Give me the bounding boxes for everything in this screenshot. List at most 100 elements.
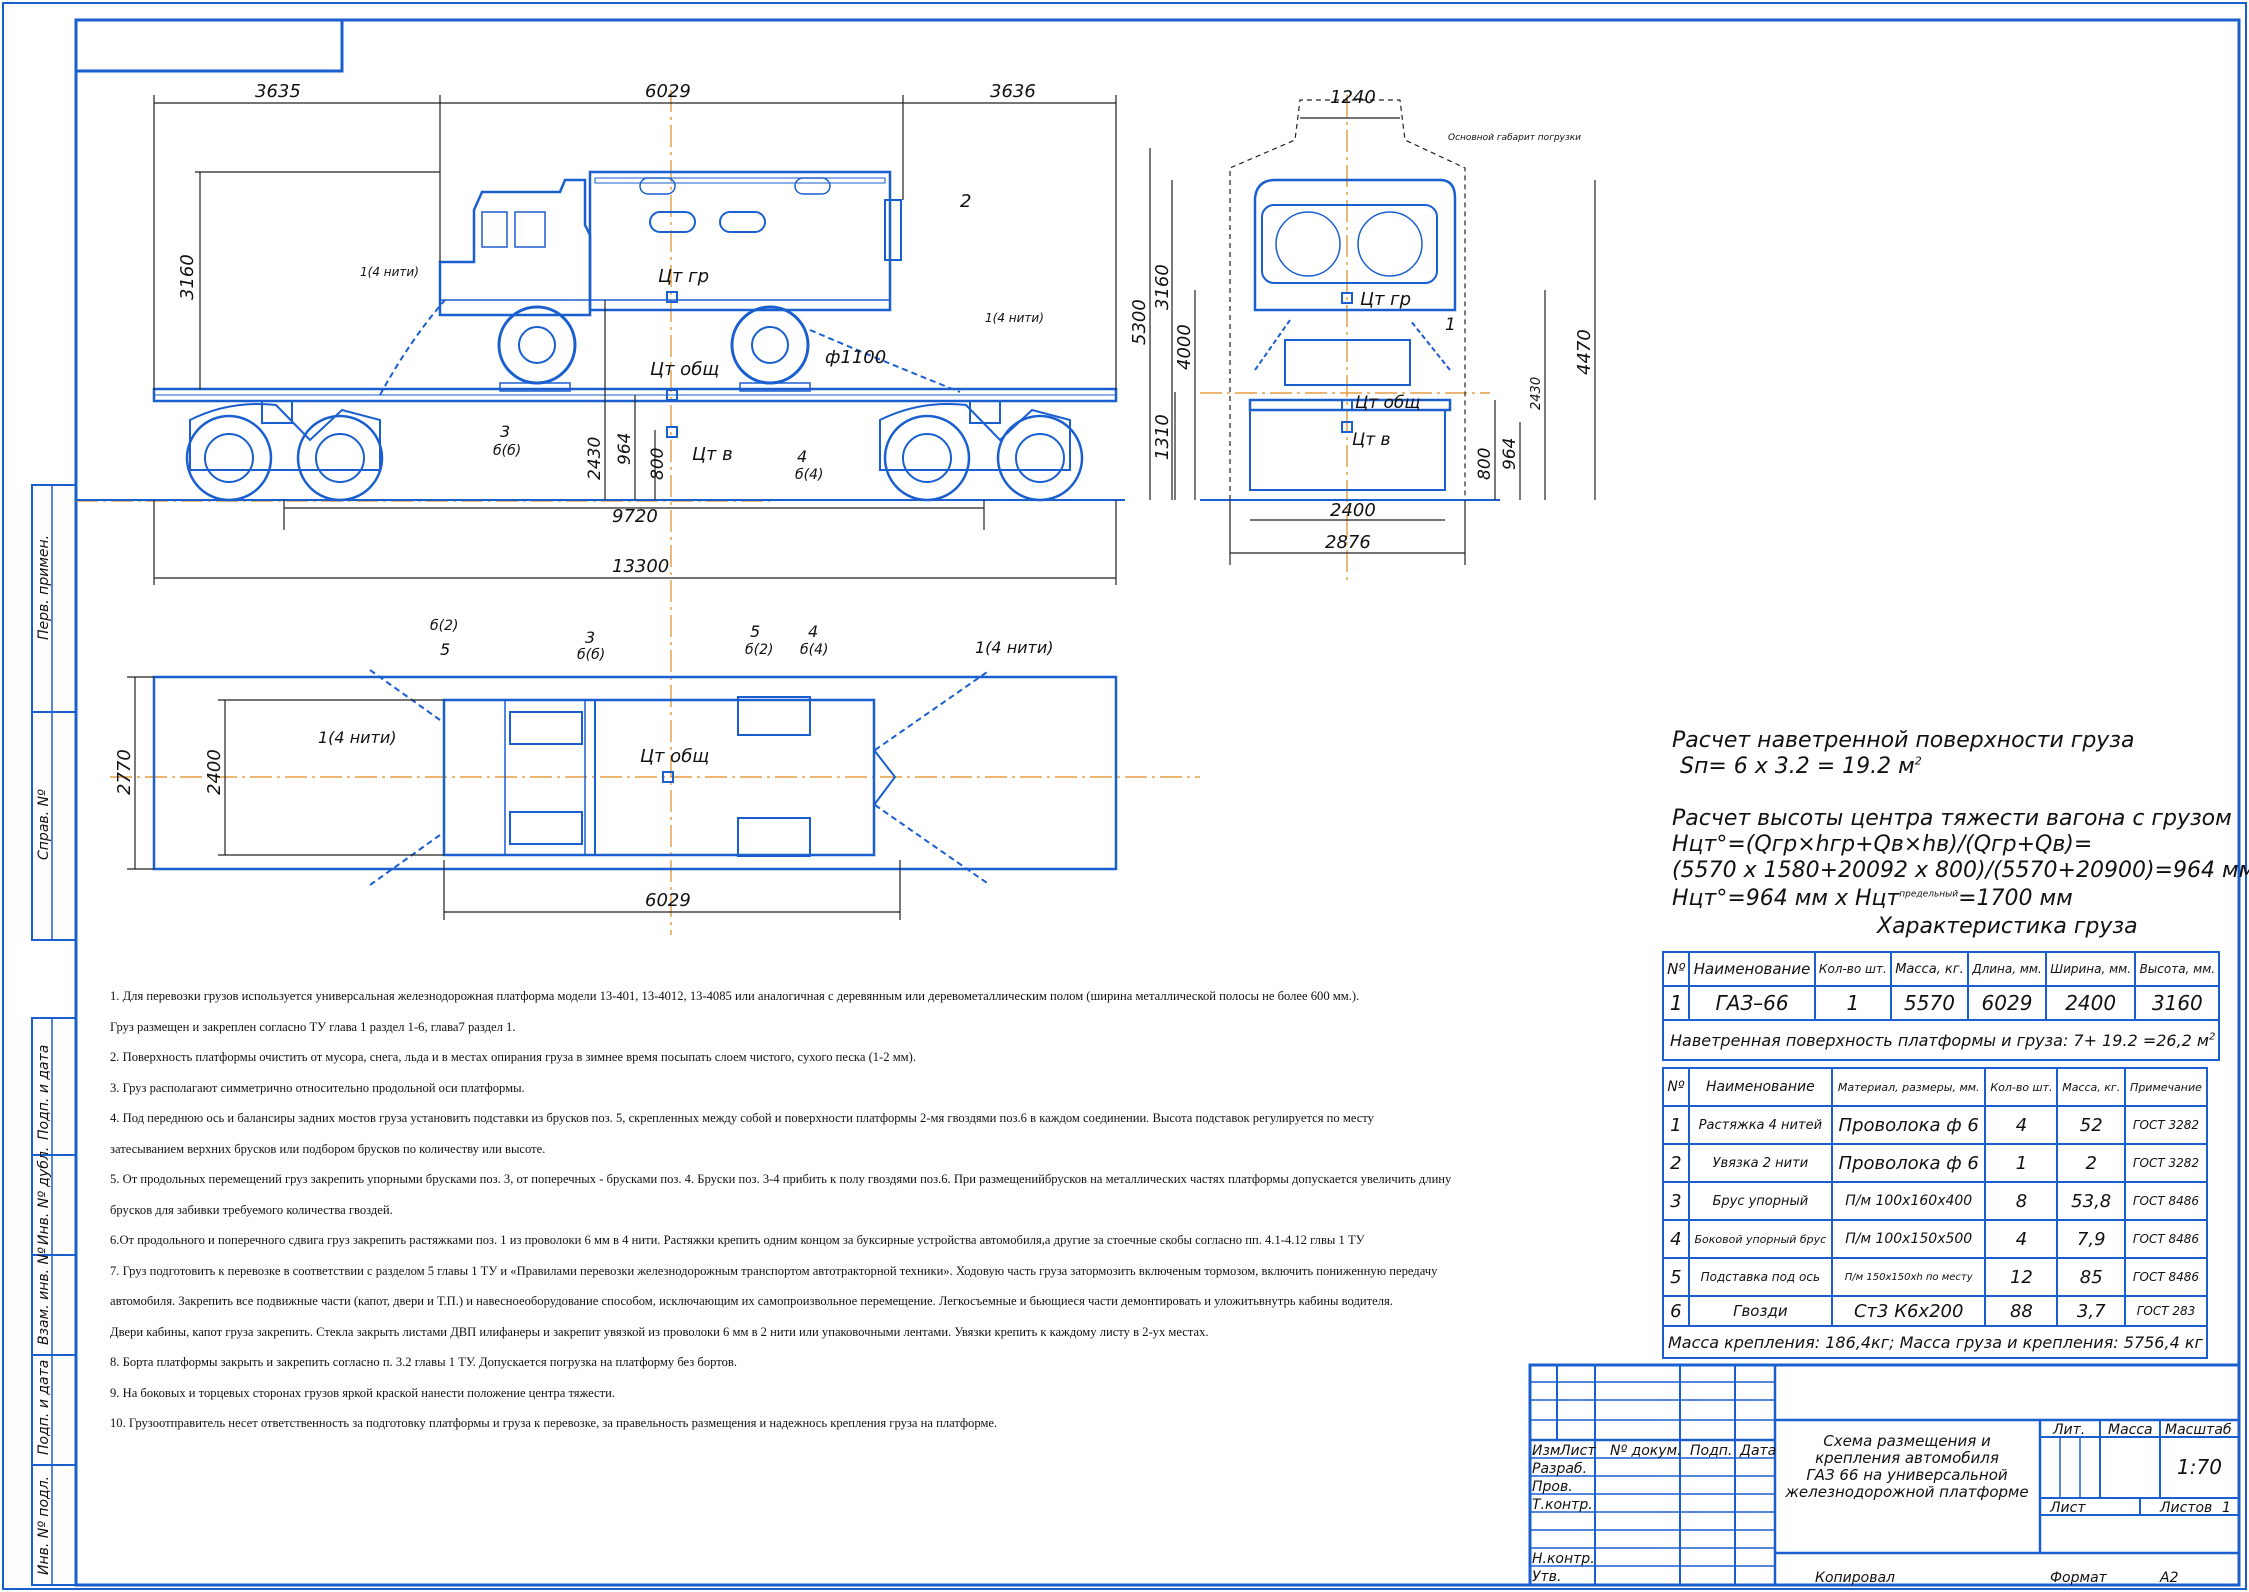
label-pos5a-plan: 5 bbox=[440, 640, 450, 659]
cg-wagon-marker-side bbox=[666, 426, 678, 438]
loading-gauge bbox=[1229, 99, 1466, 500]
dim-4000: 4000 bbox=[1174, 324, 1195, 370]
stamp-vzam-inv: Взам. инв. Nº bbox=[36, 1247, 52, 1345]
top-left-stamp bbox=[74, 18, 344, 73]
tb-format-label: Формат bbox=[2050, 1570, 2108, 1586]
cargo-col-name: Наименование bbox=[1688, 951, 1816, 987]
fast-cell: 12 bbox=[1984, 1257, 2059, 1297]
fast-cell: П/м 150х150хh по месту bbox=[1830, 1257, 1987, 1297]
fast-cell: 7,9 bbox=[2056, 1219, 2127, 1259]
fast-cell: 4 bbox=[1984, 1219, 2059, 1259]
tb-copied: Копировал bbox=[1815, 1570, 1895, 1586]
dim-4470: 4470 bbox=[1574, 329, 1595, 375]
label-pos5a-sub-plan: б(2) bbox=[430, 618, 458, 634]
calc-wind-sup: 2 bbox=[1914, 754, 1922, 768]
calc-cg-limit-suffix: =1700 мм bbox=[1958, 886, 2073, 911]
cargo-col-width: Ширина, мм. bbox=[2044, 951, 2137, 987]
fast-cell: ГОСТ 3282 bbox=[2124, 1105, 2208, 1145]
note-line-4: 3. Груз располагают симметрично относите… bbox=[110, 1081, 525, 1095]
cg-total-marker-side bbox=[666, 389, 678, 401]
wind-total-row: Наветренная поверхность платформы и груз… bbox=[1661, 1019, 2221, 1061]
calc-cg-limit-sup: предельный bbox=[1899, 889, 1959, 900]
fast-cell: 3,7 bbox=[2056, 1295, 2127, 1327]
note-line-13: 8. Борта платформы закрыть и закрепить с… bbox=[110, 1355, 737, 1369]
tb-scale: 1:70 bbox=[2177, 1455, 2222, 1479]
label-pos4-plan: 4 bbox=[808, 622, 818, 641]
label-pos3-side: 3 bbox=[500, 422, 510, 441]
dim-964-end: 964 bbox=[1500, 438, 1520, 470]
fast-cell: 52 bbox=[2056, 1105, 2127, 1145]
note-line-2: Груз размещен и закреплен согласно ТУ гл… bbox=[110, 1020, 516, 1034]
tb-prov: Пров. bbox=[1532, 1479, 1573, 1495]
tb-tkontr: Т.контр. bbox=[1532, 1497, 1593, 1513]
fast-cell: П/м 100х150х500 bbox=[1830, 1219, 1987, 1259]
tb-title-4: железнодорожной платформе bbox=[1784, 1483, 2028, 1501]
fastening-total-row: Масса крепления: 186,4кг; Масса груза и … bbox=[1662, 1325, 2208, 1359]
tb-sheets: Листов bbox=[2159, 1500, 2212, 1516]
wind-total-cell: Наветренная поверхность платформы и груз… bbox=[1661, 1019, 2221, 1061]
fastening-total: Масса крепления: 186,4кг; Масса груза и … bbox=[1662, 1325, 2208, 1359]
fast-cell: Гвозди bbox=[1687, 1295, 1833, 1327]
fastening-row-3: 3 Брус упорный П/м 100х160х400 8 53,8 ГО… bbox=[1662, 1181, 2208, 1221]
tb-nkontr: Н.контр. bbox=[1532, 1551, 1595, 1567]
note-line-7: 5. От продольных перемещений груз закреп… bbox=[110, 1172, 1452, 1186]
note-line-15: 10. Грузоотправитель несет ответственнос… bbox=[110, 1416, 998, 1430]
label-pos5b-sub-plan: б(2) bbox=[745, 642, 773, 658]
fast-cell: ГОСТ 283 bbox=[2124, 1295, 2208, 1327]
label-pos3-plan: 3 bbox=[585, 628, 595, 647]
tb-scale-label: Масштаб bbox=[2165, 1422, 2232, 1438]
label-pos4-sub-plan: б(4) bbox=[800, 642, 828, 658]
fastening-row-4: 4 Боковой упорный брус П/м 100х150х500 4… bbox=[1662, 1219, 2208, 1259]
dim-6029-plan: 6029 bbox=[645, 890, 691, 911]
tb-utv: Утв. bbox=[1532, 1569, 1561, 1585]
fast-cell: 4 bbox=[1984, 1105, 2059, 1145]
calc-wind-formula: Sп= 6 х 3.2 = 19.2 м2 bbox=[1680, 754, 1922, 779]
cargo-cell-name: ГАЗ–66 bbox=[1688, 985, 1816, 1021]
dim-2400-end: 2400 bbox=[1330, 500, 1376, 521]
fast-col-qty: Кол-во шт. bbox=[1984, 1067, 2059, 1107]
fast-cell: ГОСТ 8486 bbox=[2124, 1257, 2208, 1297]
tb-data: Дата bbox=[1739, 1443, 1776, 1459]
wind-total-text: Наветренная поверхность платформы и груз… bbox=[1670, 1030, 2209, 1050]
cargo-col-qty: Кол-во шт. bbox=[1813, 951, 1893, 987]
note-line-3: 2. Поверхность платформы очистить от мус… bbox=[110, 1050, 916, 1064]
dim-13300: 13300 bbox=[612, 556, 669, 577]
fast-cell: 2 bbox=[2056, 1143, 2127, 1183]
side-stamp: Перв. примен. Справ. Nº Подп. и дата Инв… bbox=[31, 484, 77, 1586]
fast-cell: 6 bbox=[1662, 1295, 1690, 1327]
fast-cell: Растяжка 4 нитей bbox=[1687, 1105, 1833, 1145]
label-gauge-note: Основной габарит погрузки bbox=[1448, 133, 1581, 143]
dim-1240: 1240 bbox=[1330, 87, 1376, 108]
dim-2770: 2770 bbox=[114, 749, 135, 795]
tb-sheet: Лист bbox=[2049, 1500, 2086, 1516]
fast-cell: 85 bbox=[2056, 1257, 2127, 1297]
note-line-14: 9. На боковых и торцевых сторонах грузов… bbox=[110, 1386, 615, 1400]
label-ct-obsh-plan: Цт общ bbox=[640, 746, 709, 767]
fast-cell: Ст3 К6х200 bbox=[1830, 1295, 1987, 1327]
note-line-5: 4. Под переднюю ось и балансиры задних м… bbox=[110, 1111, 1374, 1125]
fastening-row-6: 6 Гвозди Ст3 К6х200 88 3,7 ГОСТ 283 bbox=[1662, 1295, 2208, 1327]
fast-cell: Боковой упорный брус bbox=[1687, 1219, 1833, 1259]
dim-1310: 1310 bbox=[1152, 414, 1173, 460]
platform-plan bbox=[152, 675, 1118, 871]
fast-cell: 1 bbox=[1984, 1143, 2059, 1183]
calc-cg-title: Расчет высоты центра тяжести вагона с гр… bbox=[1672, 806, 2232, 831]
cargo-cell-num: 1 bbox=[1661, 985, 1691, 1021]
label-pos3-sub-side: б(б) bbox=[493, 443, 521, 459]
fast-cell: 53,8 bbox=[2056, 1181, 2127, 1221]
fast-cell: 88 bbox=[1984, 1295, 2059, 1327]
cargo-table-header-row: Nº Наименование Кол-во шт. Масса, кг. Дл… bbox=[1661, 951, 2221, 987]
fast-cell: 5 bbox=[1662, 1257, 1690, 1297]
fast-col-note: Примечание bbox=[2124, 1067, 2208, 1107]
tb-nom-dokum: Nº докум. bbox=[1610, 1443, 1682, 1459]
tb-title-3: ГАЗ 66 на универсальной bbox=[1806, 1466, 2007, 1484]
fast-cell: ГОСТ 3282 bbox=[2124, 1143, 2208, 1183]
label-ct-gr-side: Цт гр bbox=[658, 266, 709, 287]
note-line-6: затесыванием верхних брусков или подборо… bbox=[110, 1142, 546, 1156]
fast-cell: 8 bbox=[1984, 1181, 2059, 1221]
calc-cg-values: (5570 х 1580+20092 х 800)/(5570+20900)=9… bbox=[1672, 858, 2249, 883]
fast-cell: Проволока ф 6 bbox=[1830, 1105, 1987, 1145]
label-ct-obsh-side: Цт общ bbox=[650, 359, 719, 380]
